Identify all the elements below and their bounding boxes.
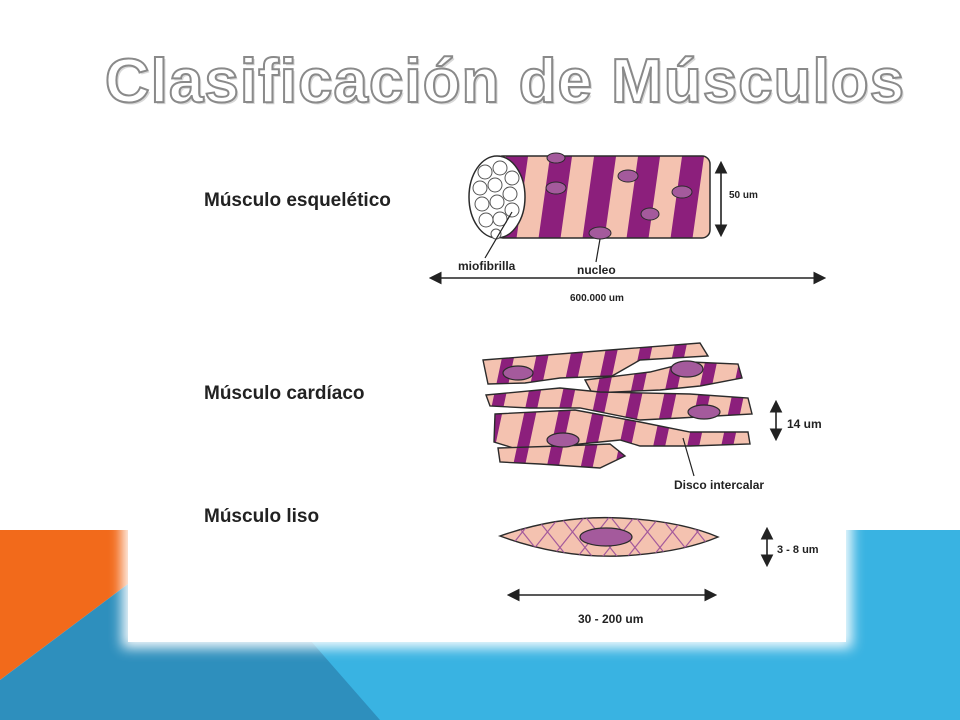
skeletal-length-label: 600.000 um [570,293,624,304]
cardiac-cell [497,443,627,469]
myofibril [504,202,520,218]
myofibril [489,194,505,210]
myofibril-label: miofibrilla [458,259,516,273]
cardiac-nucleus [546,432,580,448]
myofibril [474,196,490,212]
cardiac-fibers [482,342,753,469]
cardiac-nucleus [687,404,721,420]
skeletal-nucleus [546,152,566,164]
skeletal-nucleus [545,181,567,195]
intercalated-disc-label: Disco intercalar [674,478,764,492]
blue-accent-shape [310,530,960,720]
smooth-muscle-label: Músculo liso [204,506,320,527]
smooth-fiber [497,516,720,557]
myofibril [492,211,508,227]
slide-title: Clasificación de Músculos [104,46,906,117]
nucleus-label: nucleo [577,263,616,277]
myofibril [487,177,503,193]
skeletal-nucleus [640,207,660,221]
skeletal-muscle-label: Músculo esquelético [204,190,391,211]
smooth-diameter-label: 3 - 8 um [777,544,819,556]
skeletal-nucleus [588,226,612,240]
cardiac-diameter-label: 14 um [787,417,822,431]
skeletal-nucleus [617,169,639,183]
cardiac-nucleus [670,360,704,378]
skeletal-nucleus [671,185,693,199]
myofibril [477,164,493,180]
cardiac-cell [482,342,710,385]
myofibril-pointer [484,211,513,259]
skeletal-diameter-label: 50 um [729,190,758,201]
myofibril [504,170,520,186]
nucleus-pointer [595,238,601,263]
myofibril [478,212,494,228]
myofibril [472,180,488,196]
myofibril [502,186,518,202]
skeletal-fiber [428,152,827,285]
smooth-length-label: 30 - 200 um [578,612,643,626]
cardiac-muscle-label: Músculo cardíaco [204,383,365,404]
cardiac-nucleus [502,365,534,381]
myofibril [492,160,508,176]
intercalated-disc-pointer [682,437,695,477]
smooth-nucleus [579,527,633,547]
